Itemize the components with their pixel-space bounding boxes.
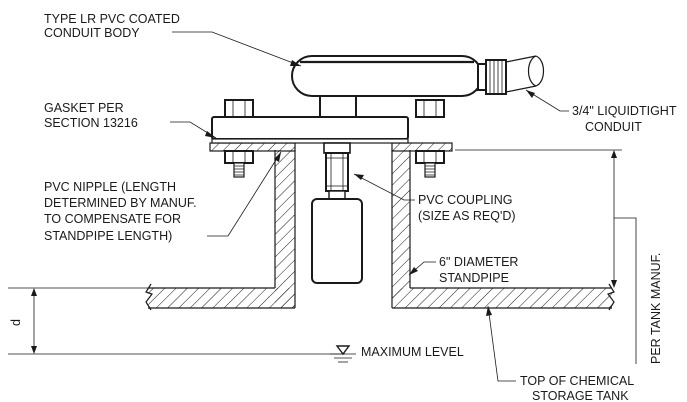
water-level-symbol bbox=[330, 345, 356, 363]
cover-plate bbox=[211, 116, 409, 144]
conduit-body bbox=[291, 55, 507, 118]
label-liquidtight: 3/4" LIQUIDTIGHT CONDUIT bbox=[572, 104, 680, 134]
right-flange bbox=[391, 142, 453, 152]
label-maximum-level: MAXIMUM LEVEL bbox=[361, 345, 464, 359]
label-per-tank: PER TANK MANUF. bbox=[649, 253, 663, 364]
left-flange bbox=[209, 142, 296, 152]
liquidtight-conduit bbox=[505, 55, 545, 93]
leader-lines bbox=[170, 31, 569, 382]
label-pvc-nipple: PVC NIPPLE (LENGTH DETERMINED BY MANUF. … bbox=[44, 180, 200, 243]
label-conduit-body: TYPE LR PVC COATED CONDUIT BODY bbox=[44, 12, 183, 40]
label-tank-top: TOP OF CHEMICAL STORAGE TANK bbox=[520, 374, 637, 402]
label-pvc-coupling: PVC COUPLING (SIZE AS REQ'D) bbox=[418, 193, 516, 223]
flange-bolts bbox=[224, 99, 445, 178]
tank-top-wall bbox=[145, 283, 615, 311]
pvc-nipple-and-sensor bbox=[311, 142, 363, 284]
label-dimension-d: d bbox=[9, 319, 23, 326]
dimension-per-tank bbox=[455, 149, 637, 364]
label-standpipe: 6" DIAMETER STANDPIPE bbox=[439, 255, 522, 285]
label-gasket: GASKET PER SECTION 13216 bbox=[44, 101, 138, 130]
gasket bbox=[211, 138, 409, 144]
dimension-d bbox=[8, 287, 345, 355]
